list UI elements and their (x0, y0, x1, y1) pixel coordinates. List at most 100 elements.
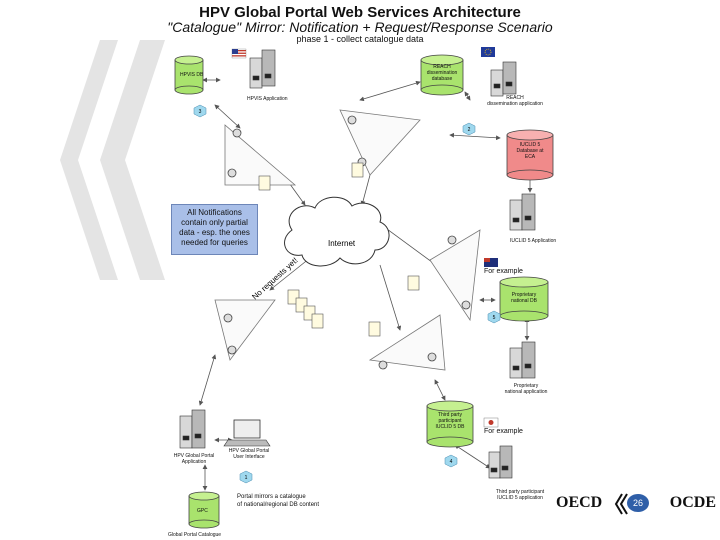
reach-db-label: REACH dissemination database (421, 64, 463, 82)
reach-adapter-triangle (339, 109, 421, 176)
gpc-label: GPC (197, 508, 208, 514)
portal-ui-line-2: User Interface (233, 454, 265, 460)
document-icon (258, 175, 271, 191)
proprietary-app-label: Proprietary national application (496, 383, 556, 395)
portal-ui-label: HPV Global Portal User Interface (224, 448, 274, 460)
iuclid-db-line-1: IUCLID 5 (519, 142, 541, 148)
server-icons (179, 49, 536, 479)
note-line-3: data - esp. the ones (179, 228, 250, 237)
reach-app-line-2: dissemination application (487, 101, 543, 107)
third-party-server-icon (488, 445, 513, 479)
badge-1: 1 (245, 475, 248, 481)
iuclid-db-line-2: Database at (516, 148, 544, 154)
chevron-decoration (60, 40, 165, 280)
proprietary-db-line-2: national DB (511, 298, 537, 304)
portal-app-label: HPV Global Portal Application (172, 453, 216, 465)
gear-icon (232, 128, 242, 138)
iuclid-app-label: IUCLID 5 Application (510, 238, 557, 244)
proprietary-server-icon (509, 341, 536, 379)
reach-app-line-1: REACH (506, 95, 524, 101)
step-badges: 3 2 5 4 1 (193, 104, 501, 484)
portal-server-icon (179, 409, 206, 449)
third-party-db-cylinder (426, 400, 474, 448)
oecd-logo-icon (614, 493, 628, 515)
iuclid-db-label: IUCLID 5 Database at ECA (507, 142, 553, 160)
note-line-1: All Notifications (187, 208, 242, 217)
global-portal-catalogue-label: Global Portal Catalogue (168, 532, 222, 538)
reach-db-line-2: dissemination (426, 70, 458, 76)
third-party-db-label: Third party participant IUCLID 5 DB (427, 412, 473, 430)
hpvis-server-icon (249, 49, 276, 89)
portal-mirror-note: Portal mirrors a catalogue of national/r… (237, 493, 319, 509)
gear-icon (347, 115, 357, 125)
third-party-db-line-3: IUCLID 5 DB (435, 424, 465, 430)
document-icon (351, 162, 364, 178)
iuclid-server-icon (509, 193, 536, 231)
document-icon (287, 289, 300, 305)
database-cylinders (174, 54, 554, 529)
document-icon (311, 313, 324, 329)
internet-cloud (284, 196, 390, 267)
gear-icons (223, 115, 471, 370)
gear-icon (227, 345, 237, 355)
document-icon (295, 297, 308, 313)
notification-note: All Notifications contain only partial d… (171, 204, 258, 255)
third-party-db-line-1: Third party (438, 412, 462, 418)
iuclid-adapter-triangle (368, 314, 446, 371)
oecd-footer: OECD 26 OCDE (556, 492, 716, 518)
third-party-db-line-2: participant (438, 418, 462, 424)
hpvis-db-cylinder (174, 55, 204, 95)
gpc-cylinder (188, 491, 220, 529)
ocde-wordmark: OCDE (669, 494, 716, 511)
web-service-adapters (214, 109, 481, 371)
page-subtitle: "Catalogue" Mirror: Notification + Reque… (167, 19, 553, 35)
badge-2: 2 (468, 127, 471, 133)
reach-server-icon (490, 61, 517, 97)
gear-icon (427, 352, 437, 362)
reach-db-cylinder (420, 54, 464, 96)
oecd-wordmark: OECD (556, 494, 603, 511)
gear-icon (447, 235, 457, 245)
laptop-icon (223, 419, 271, 447)
page-number: 26 (627, 494, 649, 512)
hpvis-app-label: HPVIS Application (247, 96, 288, 102)
for-example-label-1: For example (484, 268, 523, 275)
gear-icon (223, 313, 233, 323)
third-party-app-line-2: IUCLID 5 application (497, 495, 543, 501)
phase-label: phase 1 - collect catalogue data (296, 34, 424, 44)
badge-4: 4 (450, 459, 453, 465)
iuclid-db-cylinder (506, 129, 554, 181)
reach-db-line-1: REACH (433, 64, 451, 70)
australia-flag-icon (484, 258, 498, 267)
eu-flag-icon (481, 47, 495, 57)
reach-app-label: REACH dissemination application (480, 95, 550, 107)
hpvis-db-label: HPVIS DB (180, 72, 204, 78)
gear-icon (461, 300, 471, 310)
proprietary-db-label: Proprietary national DB (500, 292, 548, 304)
page-title: HPV Global Portal Web Services Architect… (199, 4, 521, 21)
mirror-line-1: Portal mirrors a catalogue (237, 494, 306, 500)
reach-db-line-3: database (431, 76, 453, 82)
mirror-line-2: of national/regional DB content (237, 502, 320, 508)
notification-documents (258, 162, 420, 337)
portal-adapter-triangle (214, 299, 276, 361)
proprietary-db-line-1: Proprietary (511, 292, 537, 298)
gear-icon (378, 360, 388, 370)
portal-app-line-2: Application (181, 459, 207, 465)
proprietary-db-cylinder (499, 276, 549, 322)
portal-ui-line-1: HPV Global Portal (228, 448, 270, 454)
third-party-app-line-1: Third party participant (495, 489, 545, 495)
badge-5: 5 (493, 315, 496, 321)
proprietary-adapter-triangle (429, 229, 481, 322)
document-icon (303, 305, 316, 321)
japan-flag-icon (483, 417, 499, 428)
proprietary-app-line-2: national application (504, 389, 548, 395)
proprietary-app-line-1: Proprietary (513, 383, 539, 389)
usa-flag-icon (231, 48, 247, 59)
note-line-4: needed for queries (181, 238, 248, 247)
document-icon (368, 321, 381, 337)
third-party-app-label: Third party participant IUCLID 5 applica… (485, 489, 555, 501)
iuclid-db-line-3: ECA (524, 154, 536, 160)
internet-label: Internet (328, 239, 356, 248)
